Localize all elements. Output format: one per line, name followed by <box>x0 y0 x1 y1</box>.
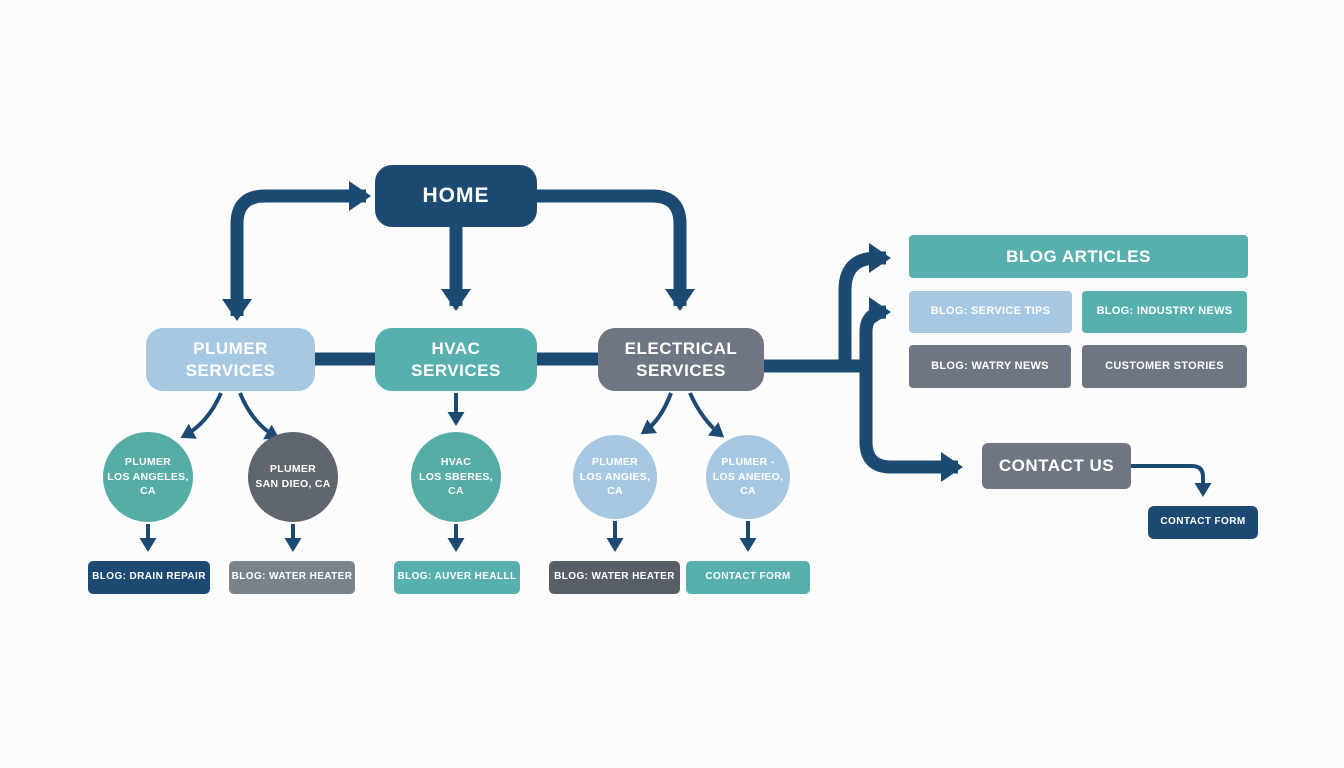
node-circle-plumber-aneieo: PLUMER - LOS ANEIEO, CA <box>706 435 790 519</box>
node-contact-form-left: CONTACT FORM <box>686 561 810 594</box>
blog-water-heater-2-label: BLOG: WATER HEATER <box>554 571 675 583</box>
arrow-plumber-circle-la <box>180 392 223 439</box>
blog-auver-healll-label: BLOG: AUVER HEALLL <box>397 571 517 583</box>
arrow-contactus-contactform <box>1131 464 1212 497</box>
arrow-home-plumber <box>222 181 371 321</box>
node-blog-industry-news: BLOG: INDUSTRY NEWS <box>1082 291 1247 333</box>
node-circle-plumber-angies: PLUMER LOS ANGIES, CA <box>573 435 657 519</box>
node-contact-form-right: CONTACT FORM <box>1148 506 1258 539</box>
circle3-line2: LOS SBERES, CA <box>419 470 493 498</box>
node-blog-auver-healll: BLOG: AUVER HEALLL <box>394 561 520 594</box>
arrow-electrical-circle-1 <box>640 392 673 435</box>
node-plumber-services: PLUMER SERVICES <box>146 328 315 391</box>
contact-us-label: CONTACT US <box>998 456 1115 476</box>
circle2-line2: SAN DIEO, CA <box>255 478 331 490</box>
node-blog-articles: BLOG ARTICLES <box>909 235 1248 278</box>
node-hvac-services-line2: SERVICES <box>411 360 501 380</box>
node-customer-stories: CUSTOMER STORIES <box>1082 345 1247 388</box>
circle3-line1: HVAC <box>440 455 472 468</box>
node-contact-us: CONTACT US <box>982 443 1131 489</box>
node-electrical-services: ELECTRICAL SERVICES <box>598 328 764 391</box>
node-plumber-services-line1: PLUMER <box>193 339 268 359</box>
blog-service-tips-label: BLOG: SERVICE TIPS <box>930 305 1051 318</box>
blog-water-heater-1-label: BLOG: WATER HEATER <box>231 571 353 583</box>
arrow-to-blog-articles <box>838 243 891 372</box>
node-home-label: HOME <box>422 183 490 207</box>
arrow-electrical-circle-2 <box>688 392 725 438</box>
node-circle-plumber-san-dieo: PLUMER SAN DIEO, CA <box>248 432 338 522</box>
node-blog-watry-news: BLOG: WATRY NEWS <box>909 345 1071 388</box>
arrow-plumber-circle-sd <box>238 392 280 440</box>
contact-form-left-label: CONTACT FORM <box>705 571 791 583</box>
node-home: HOME <box>375 165 537 227</box>
node-circle-plumber-los-angeles: PLUMER LOS ANGELES, CA <box>103 432 193 522</box>
blog-watry-news-label: BLOG: WATRY NEWS <box>931 359 1049 372</box>
contact-form-right-label: CONTACT FORM <box>1160 516 1246 528</box>
arrow-to-service-tips-and-contact-us <box>859 297 963 482</box>
node-electrical-services-line1: ELECTRICAL <box>624 339 738 359</box>
circle2-line1: PLUMER <box>269 463 317 476</box>
arrow-home-electrical <box>537 189 695 311</box>
circle1-line1: PLUMER <box>124 455 172 468</box>
blog-articles-label: BLOG ARTICLES <box>1006 246 1151 266</box>
circle5-line2: LOS ANEIEO, CA <box>712 470 784 498</box>
node-blog-water-heater-1: BLOG: WATER HEATER <box>229 561 355 594</box>
blog-drain-repair-label: BLOG: DRAIN REPAIR <box>92 571 206 583</box>
node-blog-water-heater-2: BLOG: WATER HEATER <box>549 561 680 594</box>
node-blog-drain-repair: BLOG: DRAIN REPAIR <box>88 561 210 594</box>
circle1-line2: LOS ANGELES, CA <box>107 470 189 498</box>
node-hvac-services-line1: HVAC <box>431 339 481 359</box>
customer-stories-label: CUSTOMER STORIES <box>1105 359 1224 372</box>
circle4-line2: LOS ANGIES, CA <box>579 470 651 498</box>
node-circle-hvac: HVAC LOS SBERES, CA <box>411 432 501 522</box>
blog-industry-news-label: BLOG: INDUSTRY NEWS <box>1096 305 1233 318</box>
circle4-line1: PLUMER <box>591 455 639 468</box>
node-blog-service-tips: BLOG: SERVICE TIPS <box>909 291 1072 333</box>
circle5-line1: PLUMER - <box>721 455 775 468</box>
node-hvac-services: HVAC SERVICES <box>375 328 537 391</box>
node-plumber-services-line2: SERVICES <box>185 360 276 380</box>
node-electrical-services-line2: SERVICES <box>636 360 726 380</box>
